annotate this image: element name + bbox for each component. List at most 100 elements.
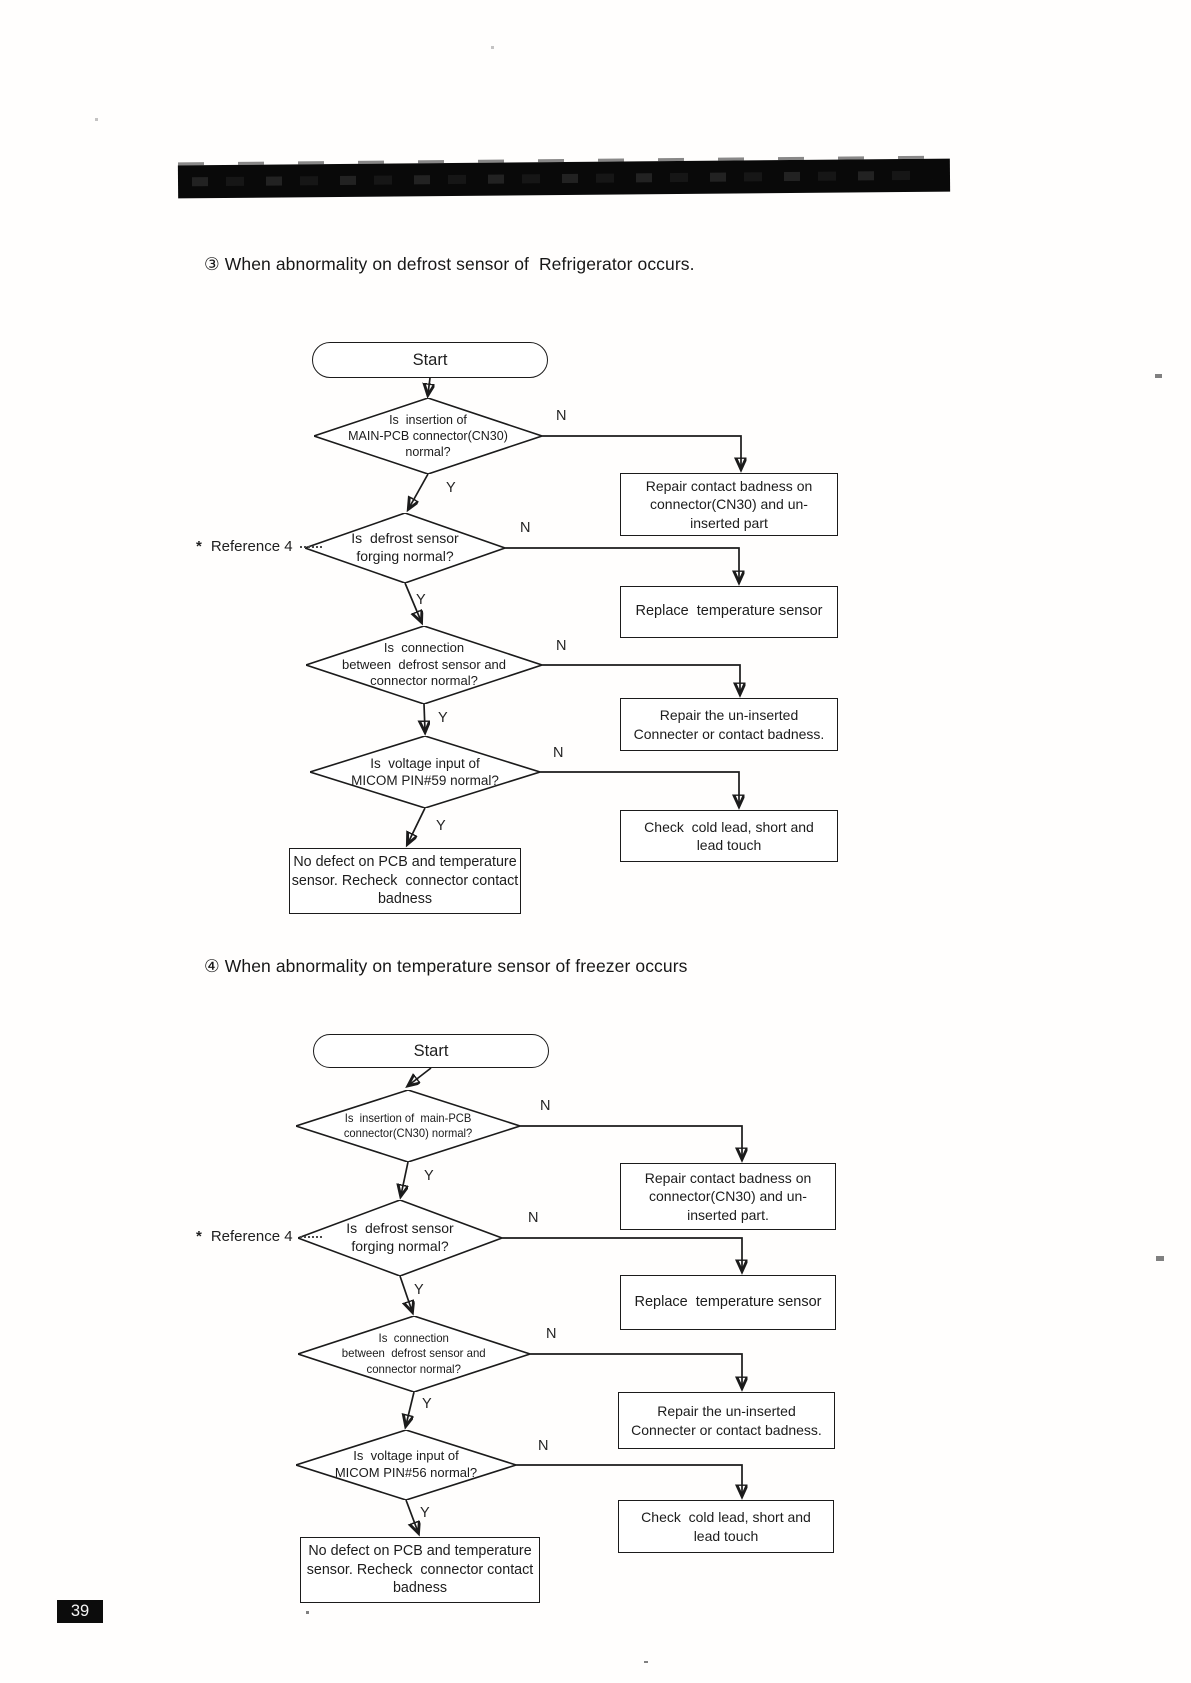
edge-d4-no [540, 771, 739, 805]
reference-note: * Reference 4 [196, 1228, 322, 1245]
no-label: N [520, 520, 531, 536]
section-heading-defrost-refrigerator: ③ When abnormality on defrost sensor of … [204, 254, 695, 274]
dotted-leader [299, 545, 322, 548]
scan-speck [306, 1611, 309, 1614]
scan-speck [491, 46, 494, 49]
start-terminator: Start [313, 1034, 549, 1068]
action-replace-temperature-sensor: Replace temperature sensor [620, 586, 838, 638]
yes-label: Y [416, 592, 426, 608]
action-replace-temperature-sensor: Replace temperature sensor [620, 1275, 836, 1330]
yes-label: Y [438, 710, 448, 726]
edge-2d1-no [520, 1125, 742, 1158]
scan-speck [95, 118, 98, 121]
section-heading-freezer-temperature: ④ When abnormality on temperature sensor… [204, 956, 688, 976]
no-label: N [546, 1326, 557, 1342]
no-label: N [538, 1438, 549, 1454]
no-label: N [540, 1098, 551, 1114]
no-label: N [556, 638, 567, 654]
reference-note: * Reference 4 [196, 538, 322, 555]
reference-label: Reference 4 [210, 538, 293, 555]
diamond-outline [296, 1430, 516, 1500]
yes-label: Y [446, 480, 456, 496]
edge-2d3-no [530, 1353, 742, 1387]
edge-d3-no [542, 664, 740, 693]
edge-d1-yes [409, 473, 429, 508]
edge-2d2-no [502, 1237, 742, 1270]
diamond-outline [298, 1200, 502, 1276]
scan-speck [644, 1661, 648, 1663]
page-number: 39 [70, 1602, 90, 1620]
action-text: Replace temperature sensor [635, 603, 823, 620]
edge-start2-d1 [409, 1067, 432, 1085]
edge-d2-yes [404, 582, 421, 621]
action-text: Replace temperature sensor [634, 1293, 822, 1310]
no-label: N [556, 408, 567, 424]
diamond-outline [298, 1316, 530, 1392]
edge-d2-no [505, 547, 739, 581]
asterisk-icon: * [196, 538, 202, 555]
edge-d1-no [542, 435, 741, 468]
page-number-badge: 39 [57, 1600, 103, 1623]
edge-d3-yes [424, 703, 425, 731]
diamond-outline [305, 513, 505, 583]
edge-d4-yes [408, 807, 426, 843]
asterisk-icon: * [196, 1228, 202, 1245]
yes-label: Y [436, 818, 446, 834]
no-label: N [553, 745, 564, 761]
edge-2d4-yes [405, 1499, 418, 1532]
start-label: Start [413, 1041, 449, 1060]
diamond-outline [314, 398, 542, 474]
edge-2d1-yes [401, 1161, 409, 1195]
start-terminator: Start [312, 342, 548, 378]
reference-label: Reference 4 [210, 1228, 293, 1245]
edge-2d4-no [516, 1464, 742, 1495]
diamond-outline [310, 736, 540, 808]
scan-speck [1155, 374, 1162, 378]
yes-label: Y [422, 1396, 432, 1412]
no-label: N [528, 1210, 539, 1226]
edge-start1-d1 [428, 377, 430, 394]
diamond-outline [296, 1090, 520, 1162]
diamond-outline [306, 626, 542, 704]
yes-label: Y [424, 1168, 434, 1184]
edge-2d2-yes [399, 1275, 412, 1311]
start-label: Start [412, 350, 448, 369]
yes-label: Y [414, 1282, 424, 1298]
dotted-leader [299, 1235, 322, 1238]
yes-label: Y [420, 1505, 430, 1521]
edge-2d3-yes [406, 1391, 415, 1425]
